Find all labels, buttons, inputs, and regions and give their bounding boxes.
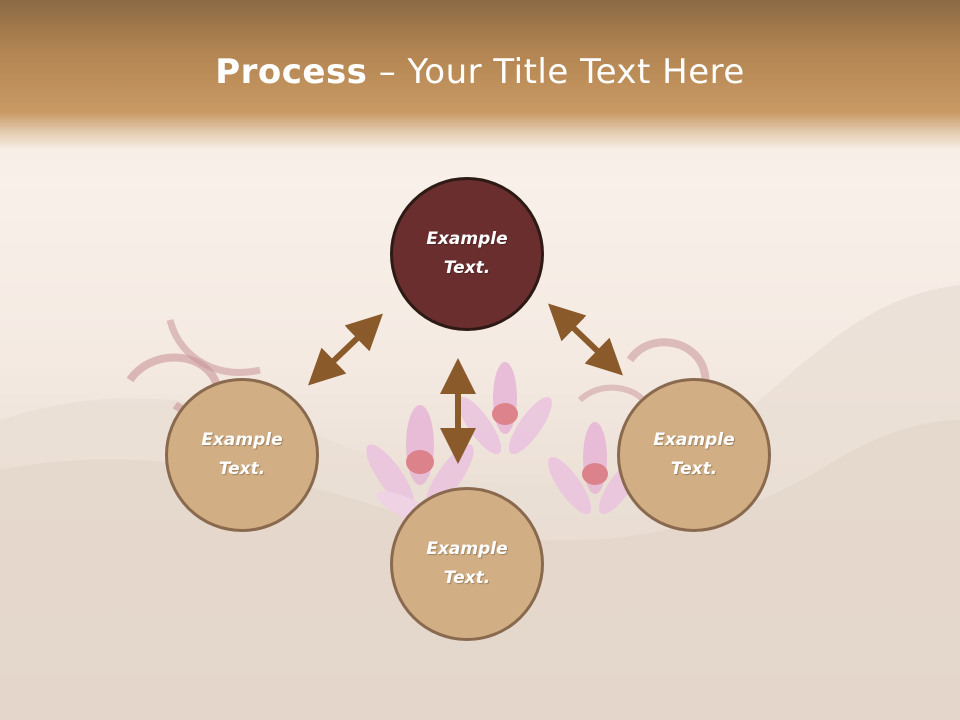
node-right: Example Text. (617, 378, 771, 532)
node-bottom: Example Text. (390, 487, 544, 641)
node-right-label: Example Text. (653, 430, 735, 479)
title-rest: – Your Title Text Here (367, 52, 745, 92)
arrow-top-left (308, 313, 383, 386)
node-top: Example Text. (390, 177, 544, 331)
title-bold: Process (215, 52, 368, 92)
node-top-label: Example Text. (426, 229, 508, 278)
node-left-label: Example Text. (201, 430, 283, 479)
node-bottom-label: Example Text. (426, 539, 508, 588)
node-left: Example Text. (165, 378, 319, 532)
title-banner (0, 0, 960, 150)
arrow-top-right (548, 303, 623, 376)
slide-title: Process – Your Title Text Here (0, 52, 960, 92)
